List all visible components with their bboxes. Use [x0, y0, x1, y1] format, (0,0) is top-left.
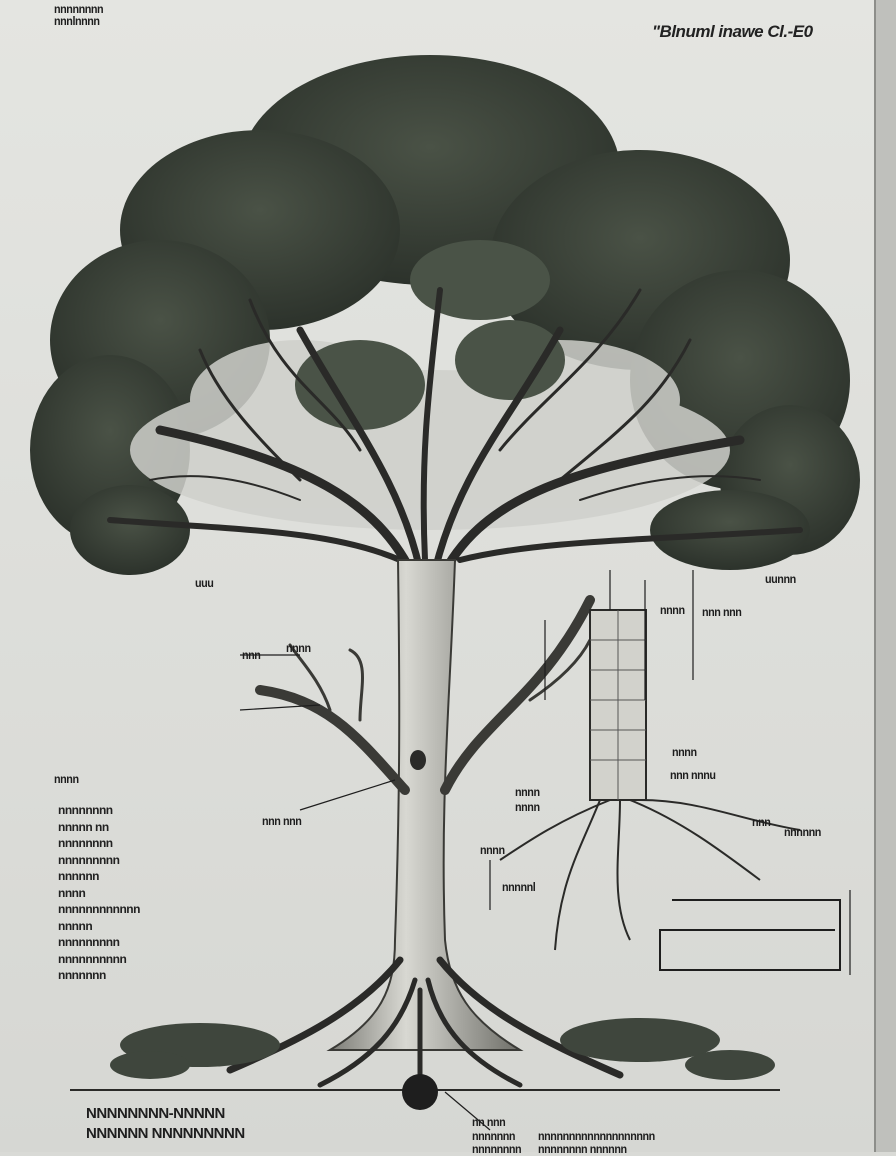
footnote: nnnnnnnn	[472, 1142, 522, 1156]
label-root-right-1: nnn	[752, 815, 771, 829]
label-mid-2: nnnn	[515, 800, 540, 814]
corner-text-1: nnnnnnnn	[54, 2, 104, 16]
legend-item: nnnnnnnnn	[58, 935, 120, 949]
page-edge	[874, 0, 896, 1152]
shrubs	[110, 1018, 775, 1080]
label-canopy-right: uunnn	[765, 572, 796, 586]
label-branch-left-1: nnnn	[286, 641, 311, 655]
label-column-base: nnn nnnu	[670, 768, 716, 782]
footnote: nnnnnnn	[472, 1129, 516, 1143]
legend-item: nnnn	[58, 885, 86, 900]
label-left-root: nnnn	[480, 843, 505, 857]
label-column-mid: nnnn	[672, 745, 697, 759]
corner-text-2: nnnlnnnn	[54, 14, 100, 28]
label-column-right: nnn nnn	[702, 605, 742, 619]
legend-item: nnnnn	[58, 918, 93, 933]
root-ball	[402, 1074, 438, 1110]
label-left-root-2: nnnnnl	[502, 880, 536, 894]
legend-item: nnnnnnn	[58, 968, 106, 982]
page-title: "Blnuml inawe Cl.-E0	[652, 22, 813, 41]
label-mid-1: nnnn	[515, 785, 540, 799]
legend-item: nnnnn nn	[58, 819, 109, 834]
label-root-right-2: nnnnnn	[784, 825, 821, 839]
legend-item: nnnnnnnnnnnn	[58, 902, 140, 916]
trunk-knot	[410, 750, 426, 770]
caption-line: NNNNNN NNNNNNNNN	[86, 1125, 245, 1142]
cross-section-column	[239, 570, 851, 1131]
footnote: nnnnnnnnnnnnnnnnnnn	[538, 1129, 655, 1143]
legend-item: nnnnnnnnn	[58, 852, 120, 867]
trunk	[326, 559, 524, 1051]
footnote: nnnnnnnn nnnnnn	[538, 1142, 627, 1156]
label-column-top: nnnn	[660, 603, 685, 617]
lower-branches	[255, 595, 595, 795]
bottom-caption: NNNNNNNN-NNNNN NNNNNN NNNNNNNNN	[86, 1104, 245, 1144]
legend-item: nnnnnnnn	[58, 836, 113, 850]
left-heading: nnnn	[54, 772, 79, 786]
label-canopy-left: uuu	[195, 576, 214, 590]
label-branch-left-2: nnn	[242, 648, 261, 662]
legend-item: nnnnnnnn	[58, 803, 113, 817]
label-trunk-left: nnn nnn	[262, 814, 302, 828]
legend-item: nnnnnn	[58, 869, 99, 883]
branches	[107, 287, 803, 585]
left-legend-list: nnnnnnnn nnnnn nn nnnnnnnn nnnnnnnnn nnn…	[58, 802, 140, 984]
legend-item: nnnnnnnnnn	[58, 951, 127, 966]
canopy	[30, 55, 860, 575]
caption-line: NNNNNNNN-NNNNN	[86, 1105, 225, 1122]
footnote: nn nnn	[472, 1115, 506, 1129]
